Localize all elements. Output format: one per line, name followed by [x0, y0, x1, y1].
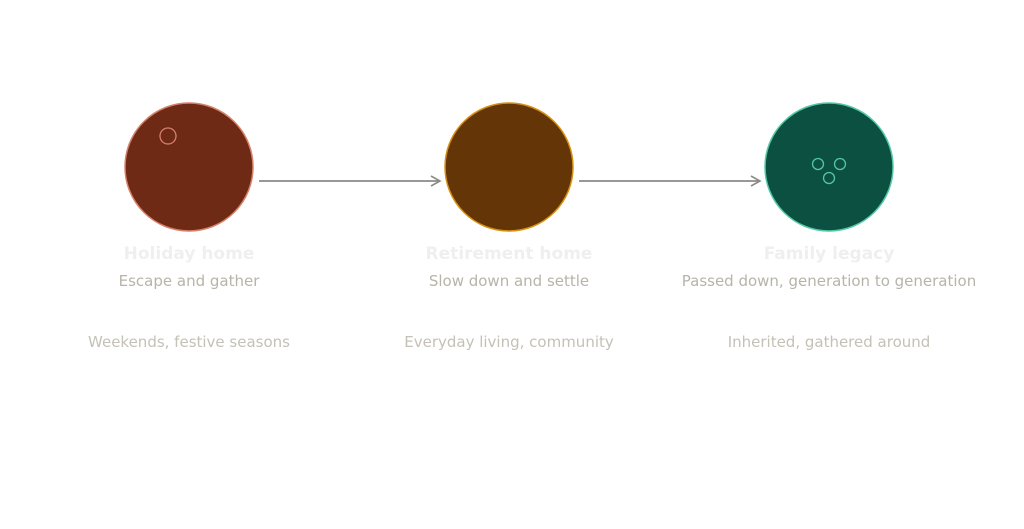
- stage-circle-holiday-home: [124, 102, 254, 232]
- stage-subtitle-family-legacy: Passed down, generation to generation: [681, 272, 977, 290]
- stage-title-family-legacy: Family legacy: [763, 244, 895, 264]
- single-circle-icon: [159, 127, 177, 145]
- three-circles-icon: [811, 157, 847, 185]
- stage-title-retirement-home: Retirement home: [425, 244, 593, 264]
- stage-circle-family-legacy: [764, 102, 894, 232]
- stage-circle-retirement-home: [444, 102, 574, 232]
- stage-title-holiday-home: Holiday home: [123, 244, 255, 264]
- stage-note-retirement-home: Everyday living, community: [404, 333, 614, 351]
- stage-subtitle-holiday-home: Escape and gather: [118, 272, 260, 290]
- stage-subtitle-retirement-home: Slow down and settle: [428, 272, 590, 290]
- stage-note-holiday-home: Weekends, festive seasons: [88, 333, 290, 351]
- stage-note-family-legacy: Inherited, gathered around: [727, 333, 931, 351]
